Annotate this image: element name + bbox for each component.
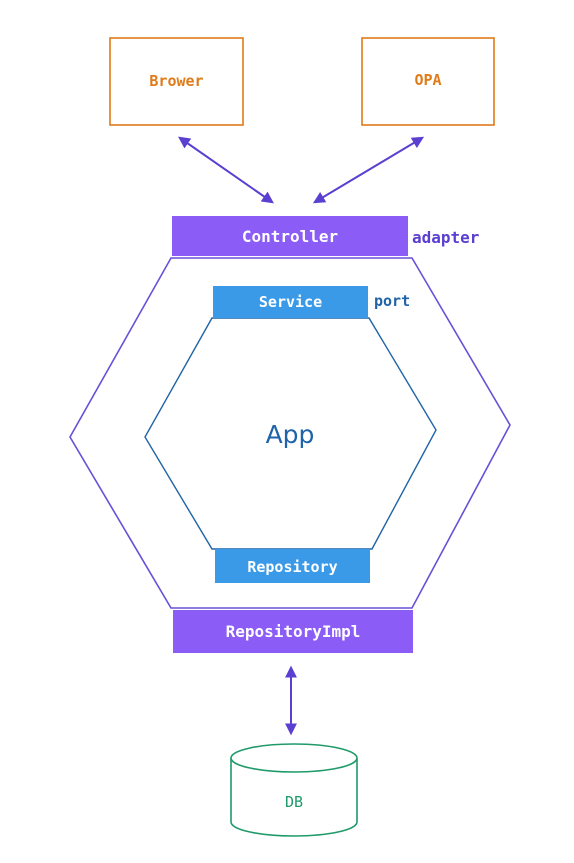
db-cylinder-top (230, 743, 358, 773)
repository-label: Repository (247, 558, 337, 576)
repository-bar (215, 549, 370, 583)
repository-impl-bar (173, 610, 413, 653)
db-label: DB (285, 793, 303, 811)
outer-hexagon (69, 257, 511, 609)
inner-hexagon (144, 317, 437, 550)
opa-label: OPA (414, 71, 441, 89)
port-label: port (374, 292, 410, 310)
service-node: Service (213, 286, 368, 318)
service-label: Service (259, 293, 322, 311)
controller-label: Controller (242, 227, 338, 246)
repository-impl-label: RepositoryImpl (226, 622, 361, 641)
opa-controller-arrow (312, 136, 425, 204)
repository-impl-node: RepositoryImpl (173, 610, 413, 653)
service-bar (213, 286, 368, 318)
opa-node: OPA (361, 37, 495, 126)
browser-node: Brower (109, 37, 244, 126)
controller-bar (172, 216, 408, 256)
db-node: DB (230, 743, 358, 837)
controller-node: Controller (172, 216, 408, 256)
repository-node: Repository (215, 549, 370, 583)
browser-box (109, 37, 244, 126)
app-label: App (266, 420, 315, 449)
opa-box (361, 37, 495, 126)
adapter-label: adapter (412, 228, 479, 247)
browser-label: Brower (149, 72, 203, 90)
db-cylinder-body (230, 758, 358, 837)
browser-controller-arrow (178, 136, 274, 204)
